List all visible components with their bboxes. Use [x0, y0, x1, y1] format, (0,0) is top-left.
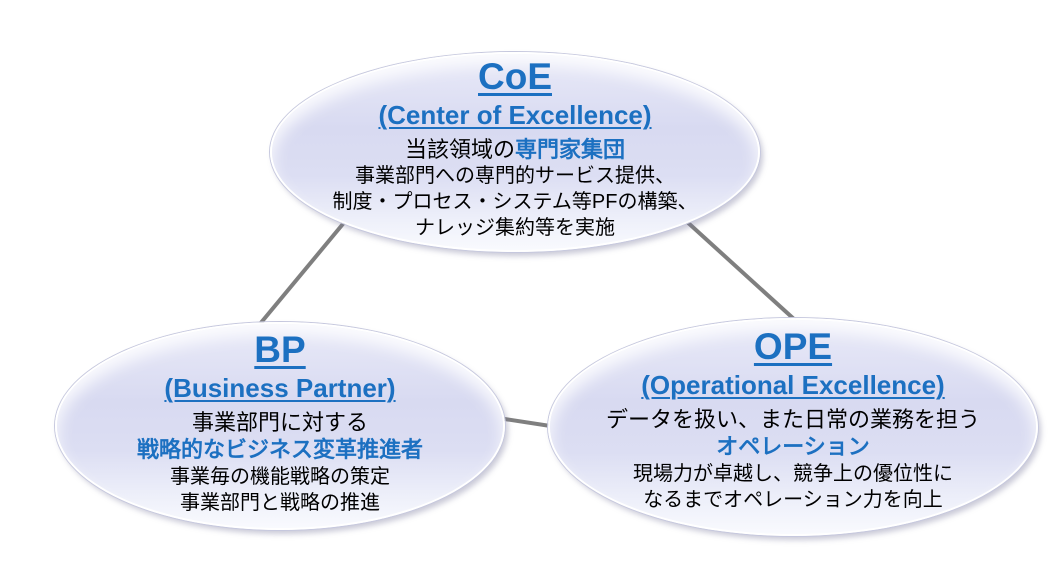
node-coe: CoE (Center of Excellence) 当該領域の専門家集団 事業… — [270, 52, 760, 252]
coe-detail-line: ナレッジ集約等を実施 — [415, 217, 615, 240]
bp-description: 事業部門に対する — [191, 409, 368, 435]
coe-detail-line: 制度・プロセス・システム等PFの構築、 — [332, 191, 698, 214]
coe-description-accent: 専門家集団 — [515, 136, 626, 162]
bp-title: BP — [254, 329, 306, 370]
bp-detail-line: 事業部門と戦略の推進 — [180, 491, 380, 514]
ope-detail-line: 現場力が卓越し、競争上の優位性に — [633, 462, 953, 485]
connector-coe-bp — [248, 211, 354, 338]
ope-subtitle: (Operational Excellence) — [641, 370, 945, 401]
ope-title: OPE — [753, 326, 833, 367]
bp-detail-line: 事業毎の機能戦略の策定 — [170, 465, 390, 488]
coe-description: 当該領域の専門家集団 — [405, 136, 625, 164]
coe-detail-line: 事業部門への専門的サービス提供、 — [355, 165, 675, 188]
node-ope: OPE (Operational Excellence) データを扱い、また日常… — [548, 318, 1038, 536]
bp-subtitle: (Business Partner) — [164, 373, 396, 404]
ope-description: データを扱い、また日常の業務を担う — [605, 406, 980, 432]
ope-detail-line: なるまでオペレーション力を向上 — [643, 488, 943, 511]
coe-title: CoE — [478, 56, 552, 97]
bp-description-accent: 戦略的なビジネス変革推進者 — [136, 437, 423, 463]
ope-description-accent: オペレーション — [716, 434, 870, 460]
connector-coe-ope — [672, 208, 808, 332]
coe-subtitle: (Center of Excellence) — [378, 100, 652, 131]
coe-description-text: 当該領域の — [404, 136, 515, 162]
node-bp: BP (Business Partner) 事業部門に対する 戦略的なビジネス変… — [55, 322, 505, 530]
